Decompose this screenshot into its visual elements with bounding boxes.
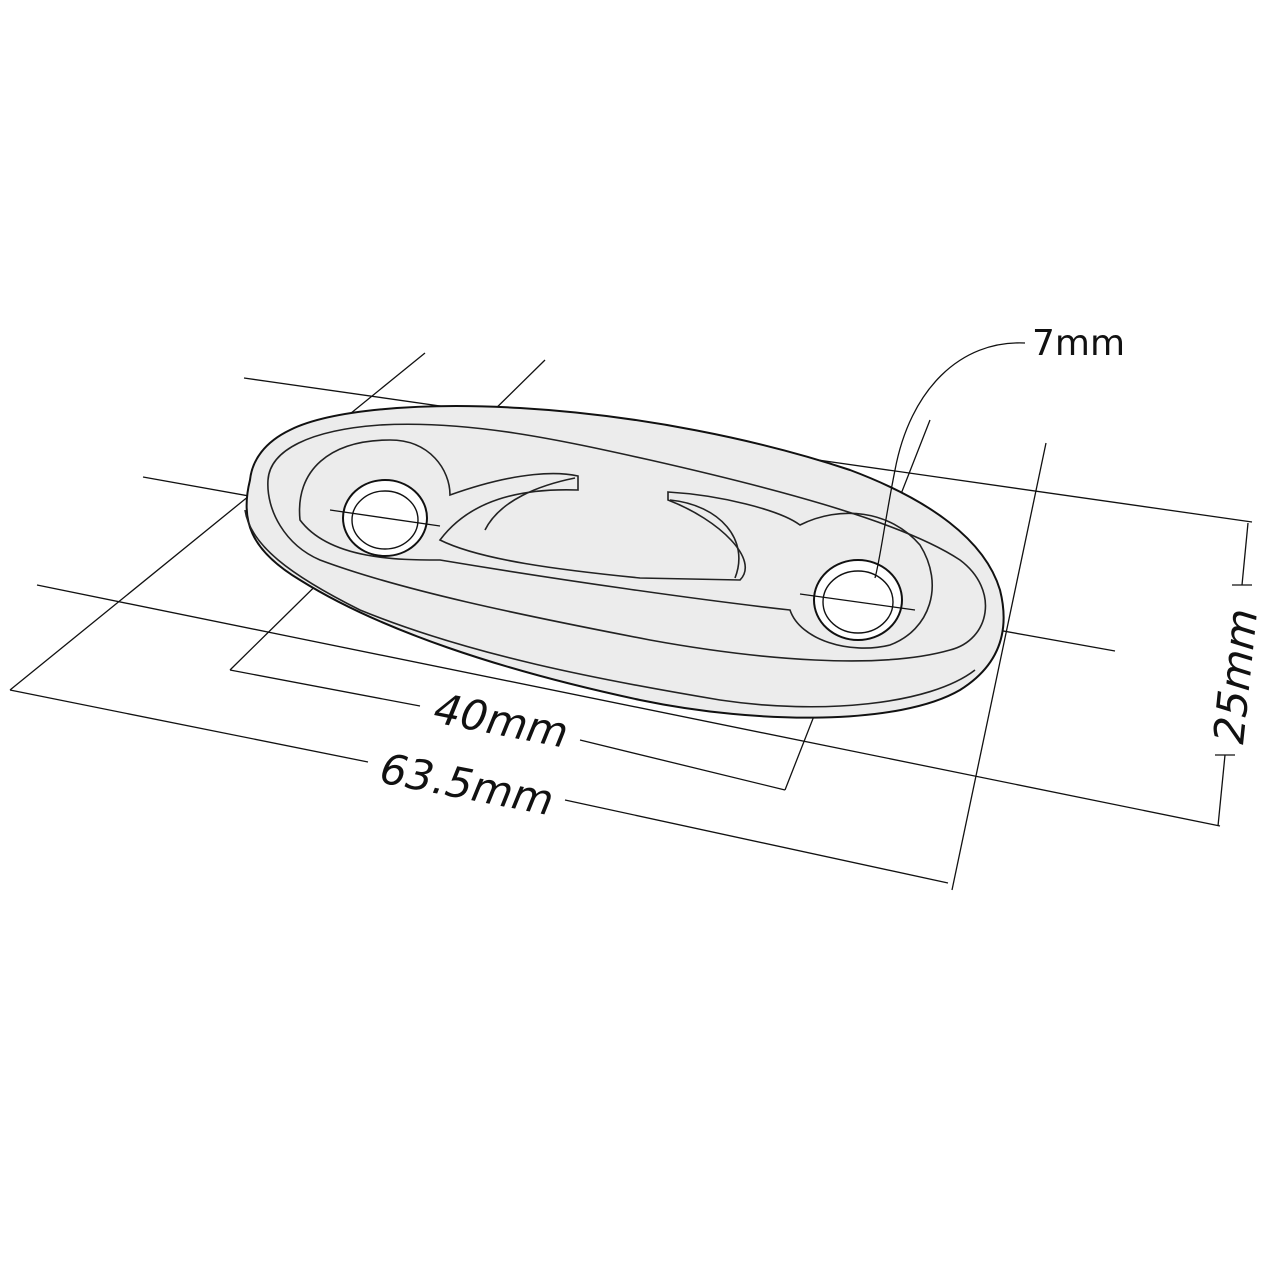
right-slot — [669, 499, 740, 579]
mounting-plate — [244, 405, 1005, 719]
plate-edge — [244, 509, 976, 708]
left-slot — [484, 477, 576, 531]
hole-diameter-label: 7mm — [1032, 323, 1125, 364]
right-mount-hole — [813, 559, 903, 641]
recessed-pocket — [298, 439, 934, 649]
plate-outline — [245, 405, 1005, 719]
width-dim-line-bottom — [1217, 754, 1226, 827]
bottom-extension-line — [36, 584, 1221, 827]
left-hole-centerline — [329, 509, 441, 527]
overall-width-label: 25mm — [1204, 606, 1267, 746]
hole-spacing-dim-line-right — [579, 739, 786, 791]
right-hole-centerline — [799, 593, 916, 611]
overall-length-dim-line-right — [564, 799, 949, 884]
hole-spacing-label: 40mm — [430, 684, 572, 758]
overall-length-dim-line-left — [9, 689, 369, 763]
raised-face — [267, 423, 987, 662]
overall-length-label: 63.5mm — [376, 744, 557, 826]
left-end-extension-line — [9, 352, 426, 691]
hole-diameter-leader — [874, 342, 1026, 579]
hole-spacing-dim-line-left — [229, 669, 421, 707]
width-dim-line-top — [1241, 522, 1249, 586]
right-end-extension-line — [951, 442, 1047, 891]
left-hole-bore — [351, 490, 419, 550]
right-hole-bore — [822, 570, 894, 634]
